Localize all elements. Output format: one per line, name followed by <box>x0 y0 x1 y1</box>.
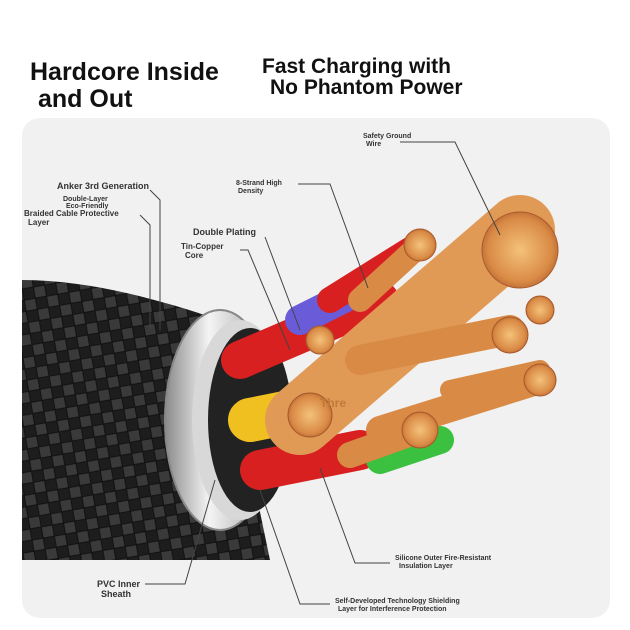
label-eight-strand-line2: Density <box>238 188 264 195</box>
label-double-layer: Double-Layer <box>63 196 108 203</box>
label-pvc-line1: PVC Inner <box>97 579 141 589</box>
headline-left-line1: Hardcore Inside <box>30 58 219 86</box>
label-braided-line1: Braided Cable Protective <box>24 209 119 218</box>
headline-left-line2: and Out <box>38 85 133 113</box>
label-eco-friendly: Eco-Friendly <box>66 203 109 210</box>
label-double-plating: Double Plating <box>193 227 256 237</box>
label-safety-ground-line2: Wire <box>366 141 382 148</box>
label-silicone-line2: Insulation Layer <box>399 563 453 570</box>
label-pvc-line2: Sheath <box>101 589 132 599</box>
headline-right-line1: Fast Charging with <box>262 55 451 78</box>
cable-cross-section-illustration <box>22 195 559 560</box>
label-eight-strand-line1: 8-Strand High <box>236 180 282 187</box>
label-tin-copper-line1: Tin-Copper <box>181 242 224 251</box>
headline-right-line2: No Phantom Power <box>270 76 463 99</box>
label-shielding-line2: Layer for Interference Protection <box>338 606 447 613</box>
watermark-thre-text: Thre <box>320 396 347 410</box>
label-anker-generation: Anker 3rd Generation <box>57 181 150 191</box>
product-image-panel <box>22 118 610 618</box>
label-shielding-line1: Self-Developed Technology Shielding <box>335 598 460 605</box>
label-tin-copper-line2: Core <box>185 251 204 260</box>
label-silicone-line1: Silicone Outer Fire-Resistant <box>395 555 492 562</box>
label-safety-ground-line1: Safety Ground <box>363 133 412 140</box>
label-braided-line2: Layer <box>28 218 50 227</box>
